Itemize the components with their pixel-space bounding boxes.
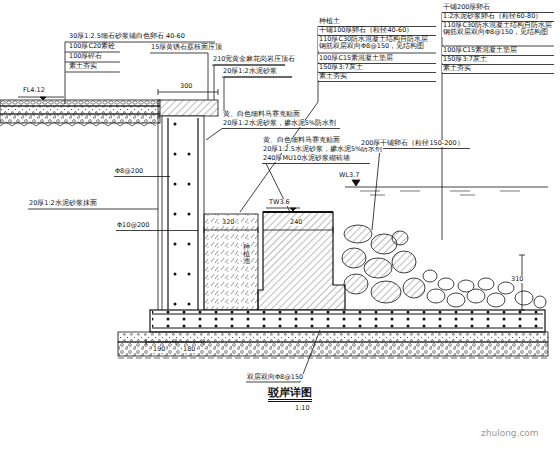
dimension-label: 310 — [510, 276, 524, 283]
watermark: zhulong.com — [480, 428, 540, 438]
material-note: 黄、白色细料马赛克贴面 — [262, 137, 341, 144]
material-note: 100厚C20素砼 — [68, 43, 116, 50]
material-note: 素土夯实 — [318, 73, 348, 80]
material-note: 20厚1:2水泥砂浆抹面 — [28, 200, 98, 207]
material-note: 150厚3:7灰土 — [442, 56, 488, 63]
rebar-label: 双层双向Φ8@150 — [246, 374, 304, 381]
material-note: 100厚碎石 — [68, 53, 103, 60]
material-note: 200厚干铺卵石（粒径150-200） — [360, 140, 465, 147]
material-note: 110厚C30防水混凝土结构自防水层 钢筋双层双向Φ8@150，见结构图 — [318, 36, 438, 51]
material-note: 素土夯实 — [68, 63, 98, 70]
dimension-label: 300 — [179, 83, 193, 90]
material-note: 100厚C15素混凝土垫层 — [318, 55, 394, 62]
elevation-mark: WL3.7 — [338, 172, 360, 179]
material-note: 20厚1:2水泥砂浆 — [222, 68, 278, 75]
dimension-label: 1:10 — [294, 405, 311, 412]
area-label: 种植池 — [242, 244, 251, 265]
material-note: 210宽黄金麻花岗岩压顶石 — [212, 56, 296, 63]
material-note: 1:2水泥砂浆卵石（粒径60-80） — [442, 13, 543, 20]
dimension-label: 190 — [152, 346, 166, 353]
dimension-label: 180 — [182, 346, 196, 353]
elevation-mark: FL4.12 — [22, 87, 46, 94]
material-note: 100厚C15素混凝土垫层 — [442, 47, 518, 54]
material-note: 干铺200厚卵石 — [442, 4, 491, 11]
material-note: 150厚3:7灰土 — [318, 64, 364, 71]
material-note: 15厚黄锈石荔枝面压顶 — [150, 44, 223, 51]
material-note: 素土夯实 — [442, 65, 472, 72]
material-note: 30厚1:2.5细石砂浆铺白色卵石 40-60 — [68, 33, 220, 40]
material-note: 干铺100厚卵石（粒径40-60） — [318, 27, 414, 34]
elevation-mark: TW3.6 — [268, 199, 291, 206]
material-note: 110厚C30防水混凝土结构自防水层 钢筋双层双向Φ8@150，见结构图 — [442, 22, 556, 37]
dimension-label: 240 — [289, 219, 303, 226]
dimension-label: 320 — [221, 219, 235, 226]
material-note: 种植土 — [318, 18, 341, 25]
rebar-label: Φ10@200 — [116, 222, 150, 229]
material-note: 黄、白色细料马赛克贴面 — [222, 111, 301, 118]
material-note: 20厚1:2水泥砂浆，掺水泥5%防水剂 — [222, 120, 337, 127]
drawing-title: 驳岸详图 — [268, 386, 312, 402]
material-note: 240厚MU10水泥砂浆砌砖墙 — [262, 155, 351, 162]
rebar-label: Φ8@200 — [114, 168, 144, 175]
